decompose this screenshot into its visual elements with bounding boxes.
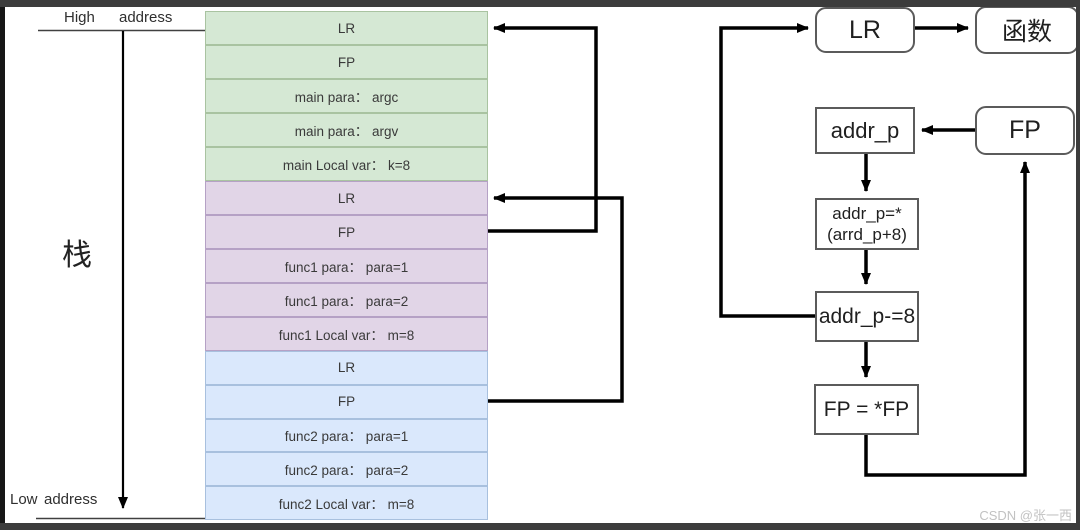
flow-node-function-label: 函数 — [1001, 18, 1052, 46]
stack-cell-func2-para2: func2 para： para=2 — [206, 453, 487, 488]
flow-node-fp-label: FP — [1009, 116, 1041, 144]
stack-cell-main-argv: main para： argv — [206, 114, 487, 148]
frame-bar-bottom — [0, 523, 1080, 530]
stack-cell-func1-para2: func1 para： para=2 — [206, 284, 487, 318]
stack-cell-func1-lr: LR — [206, 182, 487, 216]
connector-func1-fp-to-main-lr — [488, 23, 598, 233]
high-address-label-word2: address — [119, 9, 173, 26]
stack-chinese-label: 栈 — [62, 239, 92, 272]
stack-frame-main: LR FP main para： argc main para： argv ma… — [205, 11, 488, 181]
flow-node-addr-assign-line1: addr_p=* — [832, 203, 902, 223]
flow-node-addr-assign-line2: (arrd_p+8) — [827, 225, 907, 244]
frame-bar-top — [0, 0, 1080, 7]
stack-cell-main-localvar: main Local var： k=8 — [282, 158, 411, 173]
flow-node-fp-deref: FP = *FP — [814, 384, 919, 435]
flow-node-addr-assign: addr_p=* (arrd_p+8) — [815, 198, 919, 250]
flow-node-addr-p-label: addr_p — [830, 117, 900, 143]
stack-cell-func2-localvar: func2 Local var： m=8 — [278, 497, 415, 513]
stack-frame-func2: LR FP func2 para： para=1 func2 para： par… — [205, 351, 488, 520]
flow-node-addr-dec: addr_p-=8 — [815, 291, 919, 342]
stack-frame-func1: LR FP func1 para： para=1 func1 para： par… — [205, 181, 488, 351]
stack-cell-func1-fp: FP — [206, 216, 487, 250]
flow-arrow-addr-dec-to-lr — [719, 23, 815, 318]
flow-node-addr-dec-label: addr_p-=8 — [818, 304, 916, 328]
stack-cell-func2-fp: FP — [206, 386, 487, 420]
frame-bar-right — [1076, 0, 1080, 530]
stack-cell-func2-para1: func2 para： para=1 — [206, 420, 487, 454]
high-address-label-word1: High — [64, 9, 95, 26]
stack-cell-main-fp: FP — [206, 46, 487, 80]
flow-node-lr: LR — [815, 7, 915, 53]
watermark: CSDN @张一西 — [979, 508, 1072, 523]
low-address-label-word1: Low — [10, 491, 38, 508]
stack-cell-main-lr: LR — [206, 12, 487, 46]
stack-cell-main-argc: main para： argc — [206, 80, 487, 114]
connector-func2-fp-to-func1-lr — [488, 193, 624, 403]
low-address-label-word2: address — [44, 491, 98, 508]
flow-node-fp: FP — [975, 106, 1075, 155]
stack-cell-func2-lr: LR — [206, 352, 487, 386]
stack-cell-func1-para1: func1 para： para=1 — [206, 250, 487, 284]
flow-node-fp-deref-label: FP = *FP — [823, 397, 910, 421]
stack-cell-func1-localvar: func1 Local var： m=8 — [278, 328, 415, 343]
flow-node-addr-p: addr_p — [815, 107, 915, 154]
flow-node-lr-label: LR — [849, 15, 881, 44]
frame-bar-left — [0, 7, 5, 523]
flow-node-function: 函数 — [975, 6, 1079, 54]
